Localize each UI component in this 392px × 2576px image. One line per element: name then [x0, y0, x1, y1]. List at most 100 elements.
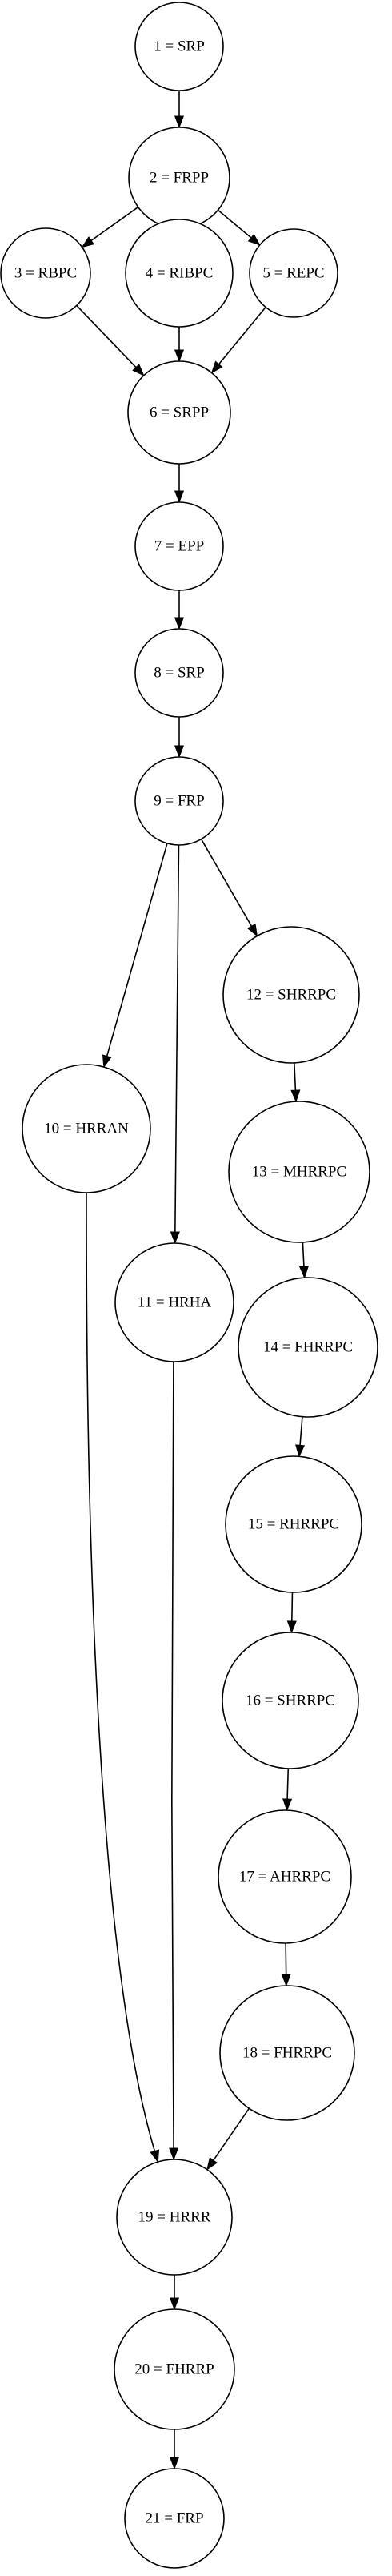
edge-1-2 [174, 91, 185, 129]
edge-line-3-6 [76, 304, 137, 368]
edge-9-11 [170, 844, 180, 1245]
edge-2-3 [81, 206, 139, 248]
arrowhead-1-2 [174, 115, 185, 129]
node-13: 13 = MHRRPC [228, 1101, 370, 1243]
edge-17-18 [281, 1942, 291, 1987]
edge-15-16 [286, 1592, 297, 1634]
edge-7-8 [174, 590, 185, 630]
node-circle-21 [124, 2468, 225, 2569]
edge-line-9-10 [106, 843, 168, 1057]
node-14: 14 = FHRRPC [238, 1277, 378, 1418]
edges-layer [76, 91, 309, 2470]
node-circle-20 [114, 2308, 235, 2430]
node-11: 11 = HRHA [114, 1242, 234, 1362]
node-10: 10 = HRRAN [22, 1064, 151, 1193]
arrowhead-9-11 [170, 1231, 180, 1245]
arrowhead-20-21 [169, 2457, 180, 2470]
node-4: 4 = RIBPC [125, 219, 234, 328]
node-1: 1 = SRP [134, 2, 224, 91]
edge-line-18-19 [213, 2107, 250, 2161]
node-17: 17 = AHRRPC [218, 1809, 352, 1944]
node-19: 19 = HRRR [116, 2159, 233, 2276]
node-label-18: 18 = FHRRPC [242, 2045, 332, 2062]
edge-line-13-14 [302, 1242, 305, 1267]
arrowhead-16-17 [282, 1798, 293, 1812]
edge-8-9 [174, 717, 185, 759]
edge-line-9-12 [200, 839, 253, 927]
node-20: 20 = FHRRP [114, 2308, 235, 2430]
node-label-16: 16 = SHRRPC [246, 1693, 335, 1709]
node-15: 15 = RHRRPC [225, 1455, 362, 1593]
node-circle-19 [116, 2159, 233, 2276]
edge-line-5-6 [218, 306, 266, 365]
node-label-12: 12 = SHRRPC [246, 987, 336, 1004]
edge-9-12 [200, 839, 258, 937]
edge-13-14 [298, 1242, 309, 1279]
node-9: 9 = FRP [134, 756, 224, 846]
arrowhead-4-6 [174, 349, 185, 363]
node-circle-14 [238, 1277, 378, 1418]
node-circle-8 [134, 628, 224, 718]
edge-line-2-5 [217, 209, 252, 239]
node-label-2: 2 = FRPP [150, 170, 209, 187]
arrowhead-3-6 [132, 364, 145, 376]
node-label-17: 17 = AHRRPC [239, 1869, 330, 1886]
node-label-6: 6 = SRPP [150, 405, 209, 421]
node-6: 6 = SRPP [127, 360, 231, 465]
edge-2-5 [217, 209, 261, 246]
edge-5-6 [210, 306, 266, 374]
arrowhead-2-5 [247, 233, 261, 246]
arrowhead-2-3 [81, 236, 94, 248]
node-3: 3 = RBPC [0, 227, 91, 319]
node-label-15: 15 = RHRRPC [248, 1516, 339, 1533]
node-circle-6 [127, 360, 231, 465]
node-circle-18 [219, 1985, 355, 2121]
edge-20-21 [169, 2429, 180, 2470]
node-circle-10 [22, 1064, 151, 1193]
node-label-13: 13 = MHRRPC [252, 1164, 346, 1181]
edge-line-14-15 [299, 1416, 303, 1446]
node-18: 18 = FHRRPC [219, 1985, 355, 2121]
node-label-3: 3 = RBPC [14, 265, 77, 282]
arrowhead-8-9 [174, 745, 185, 759]
arrowhead-10-19 [150, 2149, 160, 2163]
arrowhead-19-20 [169, 2297, 180, 2311]
arrowhead-5-6 [210, 360, 223, 374]
node-circle-1 [134, 2, 224, 91]
edge-line-2-3 [90, 206, 139, 242]
edge-6-7 [174, 464, 185, 504]
edge-line-15-16 [291, 1592, 294, 1622]
arrowhead-11-19 [169, 2147, 179, 2161]
edge-11-19 [169, 1361, 179, 2161]
node-circle-16 [222, 1632, 359, 1769]
edge-18-19 [206, 2107, 250, 2171]
node-label-9: 9 = FRP [154, 793, 205, 810]
node-7: 7 = EPP [134, 501, 224, 591]
edge-16-17 [282, 1768, 293, 1812]
edge-12-13 [290, 1062, 301, 1103]
node-circle-3 [0, 227, 91, 319]
arrowhead-9-10 [102, 1054, 112, 1069]
node-label-4: 4 = RIBPC [146, 265, 214, 282]
node-label-20: 20 = FHRRP [134, 2361, 214, 2378]
node-21: 21 = FRP [124, 2468, 225, 2569]
node-circle-7 [134, 501, 224, 591]
arrowhead-12-13 [290, 1089, 301, 1103]
node-circle-9 [134, 756, 224, 846]
node-label-5: 5 = REPC [262, 265, 324, 282]
node-circle-5 [249, 228, 338, 318]
edge-line-11-19 [170, 1361, 174, 2149]
node-circle-17 [218, 1809, 352, 1944]
node-12: 12 = SHRRPC [222, 926, 360, 1064]
node-label-7: 7 = EPP [154, 538, 204, 555]
node-16: 16 = SHRRPC [222, 1632, 359, 1769]
arrowhead-13-14 [298, 1266, 309, 1279]
node-8: 8 = SRP [134, 628, 224, 718]
node-circle-11 [114, 1242, 234, 1362]
edge-4-6 [174, 327, 185, 363]
edge-line-12-13 [294, 1062, 297, 1091]
node-label-8: 8 = SRP [154, 665, 205, 682]
arrowhead-14-15 [295, 1444, 306, 1458]
edge-10-19 [86, 1192, 160, 2163]
